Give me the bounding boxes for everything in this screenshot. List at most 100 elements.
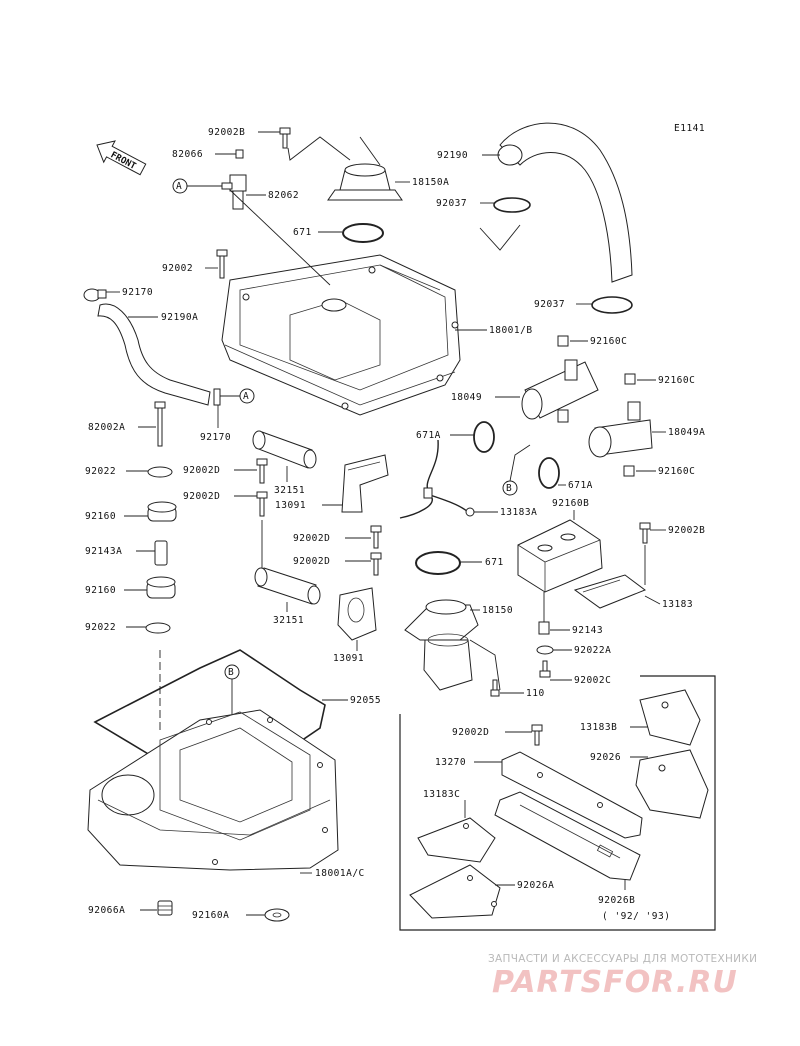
washer-92022-2 <box>145 622 171 634</box>
label-92026a: 92026A <box>517 880 554 891</box>
bracket-13270 <box>501 751 643 839</box>
label-82066: 82066 <box>172 149 203 160</box>
duct-18150a <box>327 163 403 201</box>
bolt-92002c <box>539 660 551 678</box>
bolt-92002d-2 <box>256 491 268 517</box>
label-92037-top: 92037 <box>436 198 467 209</box>
label-92160c-3: 92160C <box>658 466 695 477</box>
label-92160a: 92160A <box>192 910 229 921</box>
label-32151-2: 32151 <box>273 615 304 626</box>
callout-a-left-text: A <box>176 181 182 192</box>
callout-a-mid <box>239 388 255 404</box>
plug-82066 <box>235 149 244 159</box>
inset-frame <box>399 675 716 931</box>
fitting-82062 <box>221 174 247 210</box>
label-13183c: 13183C <box>423 789 460 800</box>
bracket-13183 <box>573 574 647 609</box>
label-110: 110 <box>526 688 545 699</box>
callout-a-mid-text: A <box>243 391 249 402</box>
label-92143: 92143 <box>572 625 603 636</box>
grommet-92160-2 <box>146 576 176 599</box>
wire-13183a <box>399 439 469 519</box>
washer-92022-1 <box>147 466 173 478</box>
label-13091-2: 13091 <box>333 653 364 664</box>
pad-92026b <box>494 791 641 881</box>
plug-92066a <box>157 900 173 916</box>
bolt-92002d-3 <box>370 525 382 549</box>
bolt-92002 <box>216 249 228 279</box>
callout-b-right-text: B <box>506 483 512 494</box>
label-18150a: 18150A <box>412 177 449 188</box>
label-92160-2: 92160 <box>85 585 116 596</box>
label-13091-1: 13091 <box>275 500 306 511</box>
label-671a-1: 671A <box>416 430 441 441</box>
label-671a-2: 671A <box>568 480 593 491</box>
grommet-92160c-1 <box>557 335 569 347</box>
bolt-92002b-top <box>279 127 291 149</box>
label-92190a: 92190A <box>161 312 198 323</box>
bolt-92002b-right <box>639 522 651 544</box>
label-671-top: 671 <box>293 227 312 238</box>
washer-92160a <box>264 908 290 922</box>
grommet-92160c-2 <box>624 373 636 385</box>
bolt-92002d-1 <box>256 458 268 484</box>
label-92002b-right: 92002B <box>668 525 705 536</box>
hose-92190a <box>97 303 211 406</box>
label-13270: 13270 <box>435 757 466 768</box>
label-92160c-2: 92160C <box>658 375 695 386</box>
clip-92170-top <box>83 288 107 302</box>
resonator-18049 <box>521 359 599 423</box>
label-92002d-5: 92002D <box>452 727 489 738</box>
label-92002d-4: 92002D <box>293 556 330 567</box>
bolt-82002a <box>154 401 166 447</box>
label-92026: 92026 <box>590 752 621 763</box>
oil-pan-18001ac <box>87 709 339 871</box>
label-92037-mid: 92037 <box>534 299 565 310</box>
collar-92143a <box>154 540 168 566</box>
label-92160-1: 92160 <box>85 511 116 522</box>
label-92002: 92002 <box>162 263 193 274</box>
label-18001ac: 18001A/C <box>315 868 365 879</box>
label-92002d-1: 92002D <box>183 465 220 476</box>
canister-32151-1 <box>252 430 317 469</box>
grommet-92160-1 <box>147 501 177 522</box>
pad-92026a <box>409 864 501 919</box>
bolt-92002d-5 <box>531 724 543 746</box>
watermark-logo: PARTSFOR.RU <box>492 965 738 1000</box>
label-82062: 82062 <box>268 190 299 201</box>
label-years: ( '92/ '93) <box>602 911 670 922</box>
label-13183a: 13183A <box>500 507 537 518</box>
label-92022-1: 92022 <box>85 466 116 477</box>
label-92143a: 92143A <box>85 546 122 557</box>
plate-13183c <box>417 817 496 863</box>
duct-18150 <box>404 599 479 691</box>
label-92002b-top: 92002B <box>208 127 245 138</box>
o-ring-671a-2 <box>538 457 560 489</box>
label-92002d-3: 92002D <box>293 533 330 544</box>
label-92026b: 92026B <box>598 895 635 906</box>
o-ring-671-top <box>342 223 384 243</box>
clamp-92037-top <box>493 197 531 213</box>
clamp-92037-mid <box>591 296 633 314</box>
callout-b-lower-text: B <box>228 667 234 678</box>
label-92055: 92055 <box>350 695 381 706</box>
collar-92143 <box>538 621 550 635</box>
label-82002a: 82002A <box>88 422 125 433</box>
label-92022-2: 92022 <box>85 622 116 633</box>
label-92022a: 92022A <box>574 645 611 656</box>
block-92160b <box>517 519 603 593</box>
label-92170-top: 92170 <box>122 287 153 298</box>
resonator-18049a <box>588 401 653 458</box>
hose-92190 <box>497 122 633 283</box>
label-92170-mid: 92170 <box>200 432 231 443</box>
label-92160c-1: 92160C <box>590 336 627 347</box>
label-18001b: 18001/B <box>489 325 533 336</box>
pad-92026 <box>635 749 709 819</box>
label-671-mid: 671 <box>485 557 504 568</box>
o-ring-671a-1 <box>473 421 495 453</box>
o-ring-671-mid <box>415 551 461 575</box>
label-92002d-2: 92002D <box>183 491 220 502</box>
label-32151-1: 32151 <box>274 485 305 496</box>
bracket-13091-1 <box>341 454 389 513</box>
